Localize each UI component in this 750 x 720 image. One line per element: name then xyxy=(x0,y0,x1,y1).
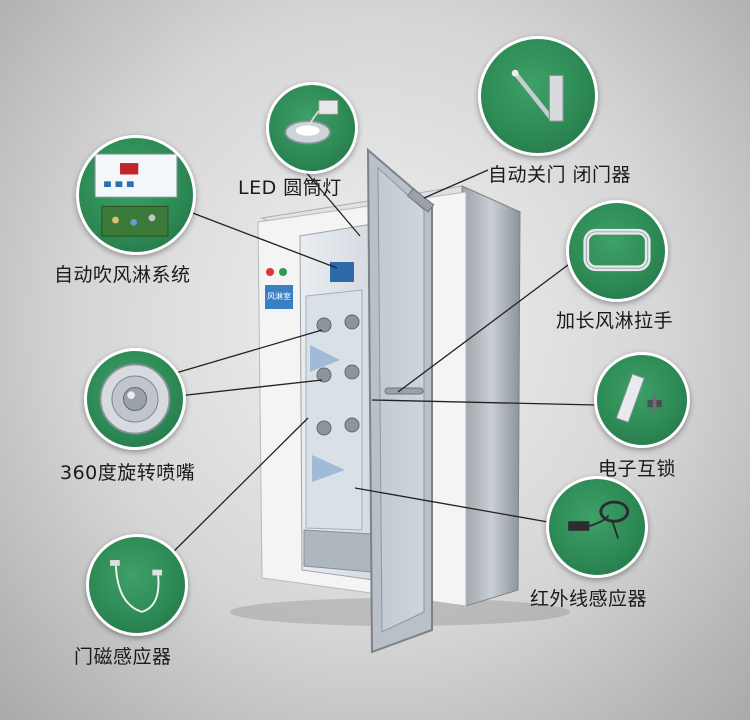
leader-lines xyxy=(151,164,597,566)
interlock-circle xyxy=(594,352,690,448)
magnetic-sensor-circle xyxy=(86,534,188,636)
door-handle xyxy=(384,387,424,395)
infrared-sensor-icon xyxy=(568,500,630,539)
handle-circle xyxy=(566,200,668,302)
interlock-label: 电子互锁 xyxy=(598,458,677,480)
door-closer-icon xyxy=(511,69,564,122)
door-closer-circle xyxy=(478,36,598,156)
infrared-label: 红外线感应器 xyxy=(530,588,648,610)
infrared-circle xyxy=(546,476,648,578)
handle-label: 加长风淋拉手 xyxy=(556,310,674,332)
control-panel-icon xyxy=(94,153,178,237)
panel-sign: 风淋室 xyxy=(267,291,291,301)
led-light-label: LED 圆筒灯 xyxy=(238,177,342,199)
interlock-icon xyxy=(615,373,662,423)
magnetic-sensor-label: 门磁感应器 xyxy=(74,646,172,668)
control-system-label: 自动吹风淋系统 xyxy=(54,264,191,286)
nozzle-icon xyxy=(99,363,171,435)
led-downlight-icon xyxy=(284,100,339,145)
nozzle-label: 360度旋转喷嘴 xyxy=(60,462,196,484)
front-control-panel xyxy=(265,285,293,309)
door-closer-label: 自动关门 闭门器 xyxy=(488,164,632,186)
led-light-circle xyxy=(266,82,358,174)
handle-icon xyxy=(583,228,651,272)
nozzle-array xyxy=(316,314,360,436)
nozzle-circle xyxy=(84,348,186,450)
door-closer xyxy=(406,188,435,213)
magnetic-sensor-icon xyxy=(110,560,162,613)
control-system-circle xyxy=(76,135,196,255)
interior-display xyxy=(330,262,354,282)
